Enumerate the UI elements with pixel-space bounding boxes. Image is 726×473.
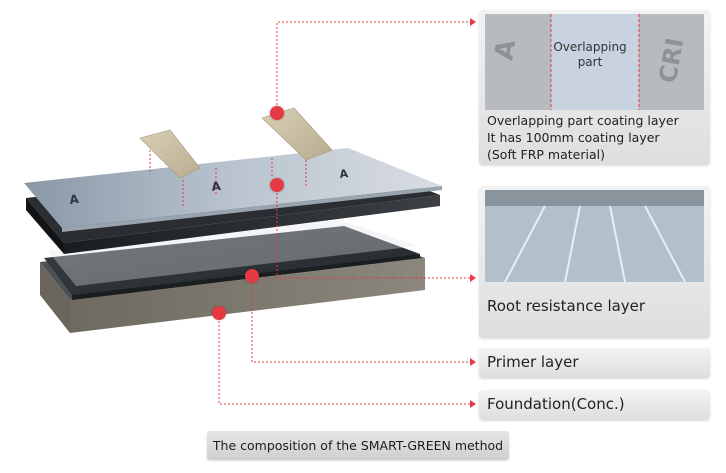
panel-overlapping-coating: A CRI Overlapping part Overlapping part … <box>479 10 710 165</box>
coating-line-1: Overlapping part coating layer <box>487 113 679 128</box>
panel-primer: Primer layer <box>479 348 710 378</box>
marker-coating <box>270 106 284 120</box>
marker-primer <box>245 269 259 283</box>
coating-description: Overlapping part coating layer It has 10… <box>487 112 679 163</box>
root-photo <box>485 190 704 282</box>
leader-lines <box>218 21 470 405</box>
coating-line-2: It has 100mm coating layer <box>487 130 660 145</box>
overlap-label-line-1: Overlapping <box>553 40 627 54</box>
coating-line-3: (Soft FRP material) <box>487 147 605 162</box>
clear-sheet <box>48 220 418 286</box>
figure-caption: The composition of the SMART-GREEN metho… <box>207 431 509 460</box>
marker-root-resistance <box>270 178 284 192</box>
leader-arrowheads <box>470 18 476 408</box>
overlap-label: Overlapping part <box>545 40 635 70</box>
root-resistance-label: Root resistance layer <box>487 297 646 315</box>
panel-root-resistance: Root resistance layer <box>479 186 710 338</box>
overlap-label-line-2: part <box>577 55 603 69</box>
foundation-label: Foundation(Conc.) <box>487 395 625 413</box>
overlap-photo: A CRI Overlapping part <box>485 14 704 110</box>
panel-foundation: Foundation(Conc.) <box>479 390 710 420</box>
root-photo-art <box>485 190 704 282</box>
tape-arrows <box>149 150 307 206</box>
svg-text:A: A <box>211 179 223 194</box>
marker-foundation <box>212 306 226 320</box>
svg-text:A: A <box>69 192 81 207</box>
tape-strip-left <box>139 129 201 179</box>
svg-text:A: A <box>339 167 350 181</box>
coating-layer: A A A <box>24 148 442 232</box>
primer-label: Primer layer <box>487 353 579 371</box>
overlap-photo-art: A CRI <box>485 14 704 110</box>
